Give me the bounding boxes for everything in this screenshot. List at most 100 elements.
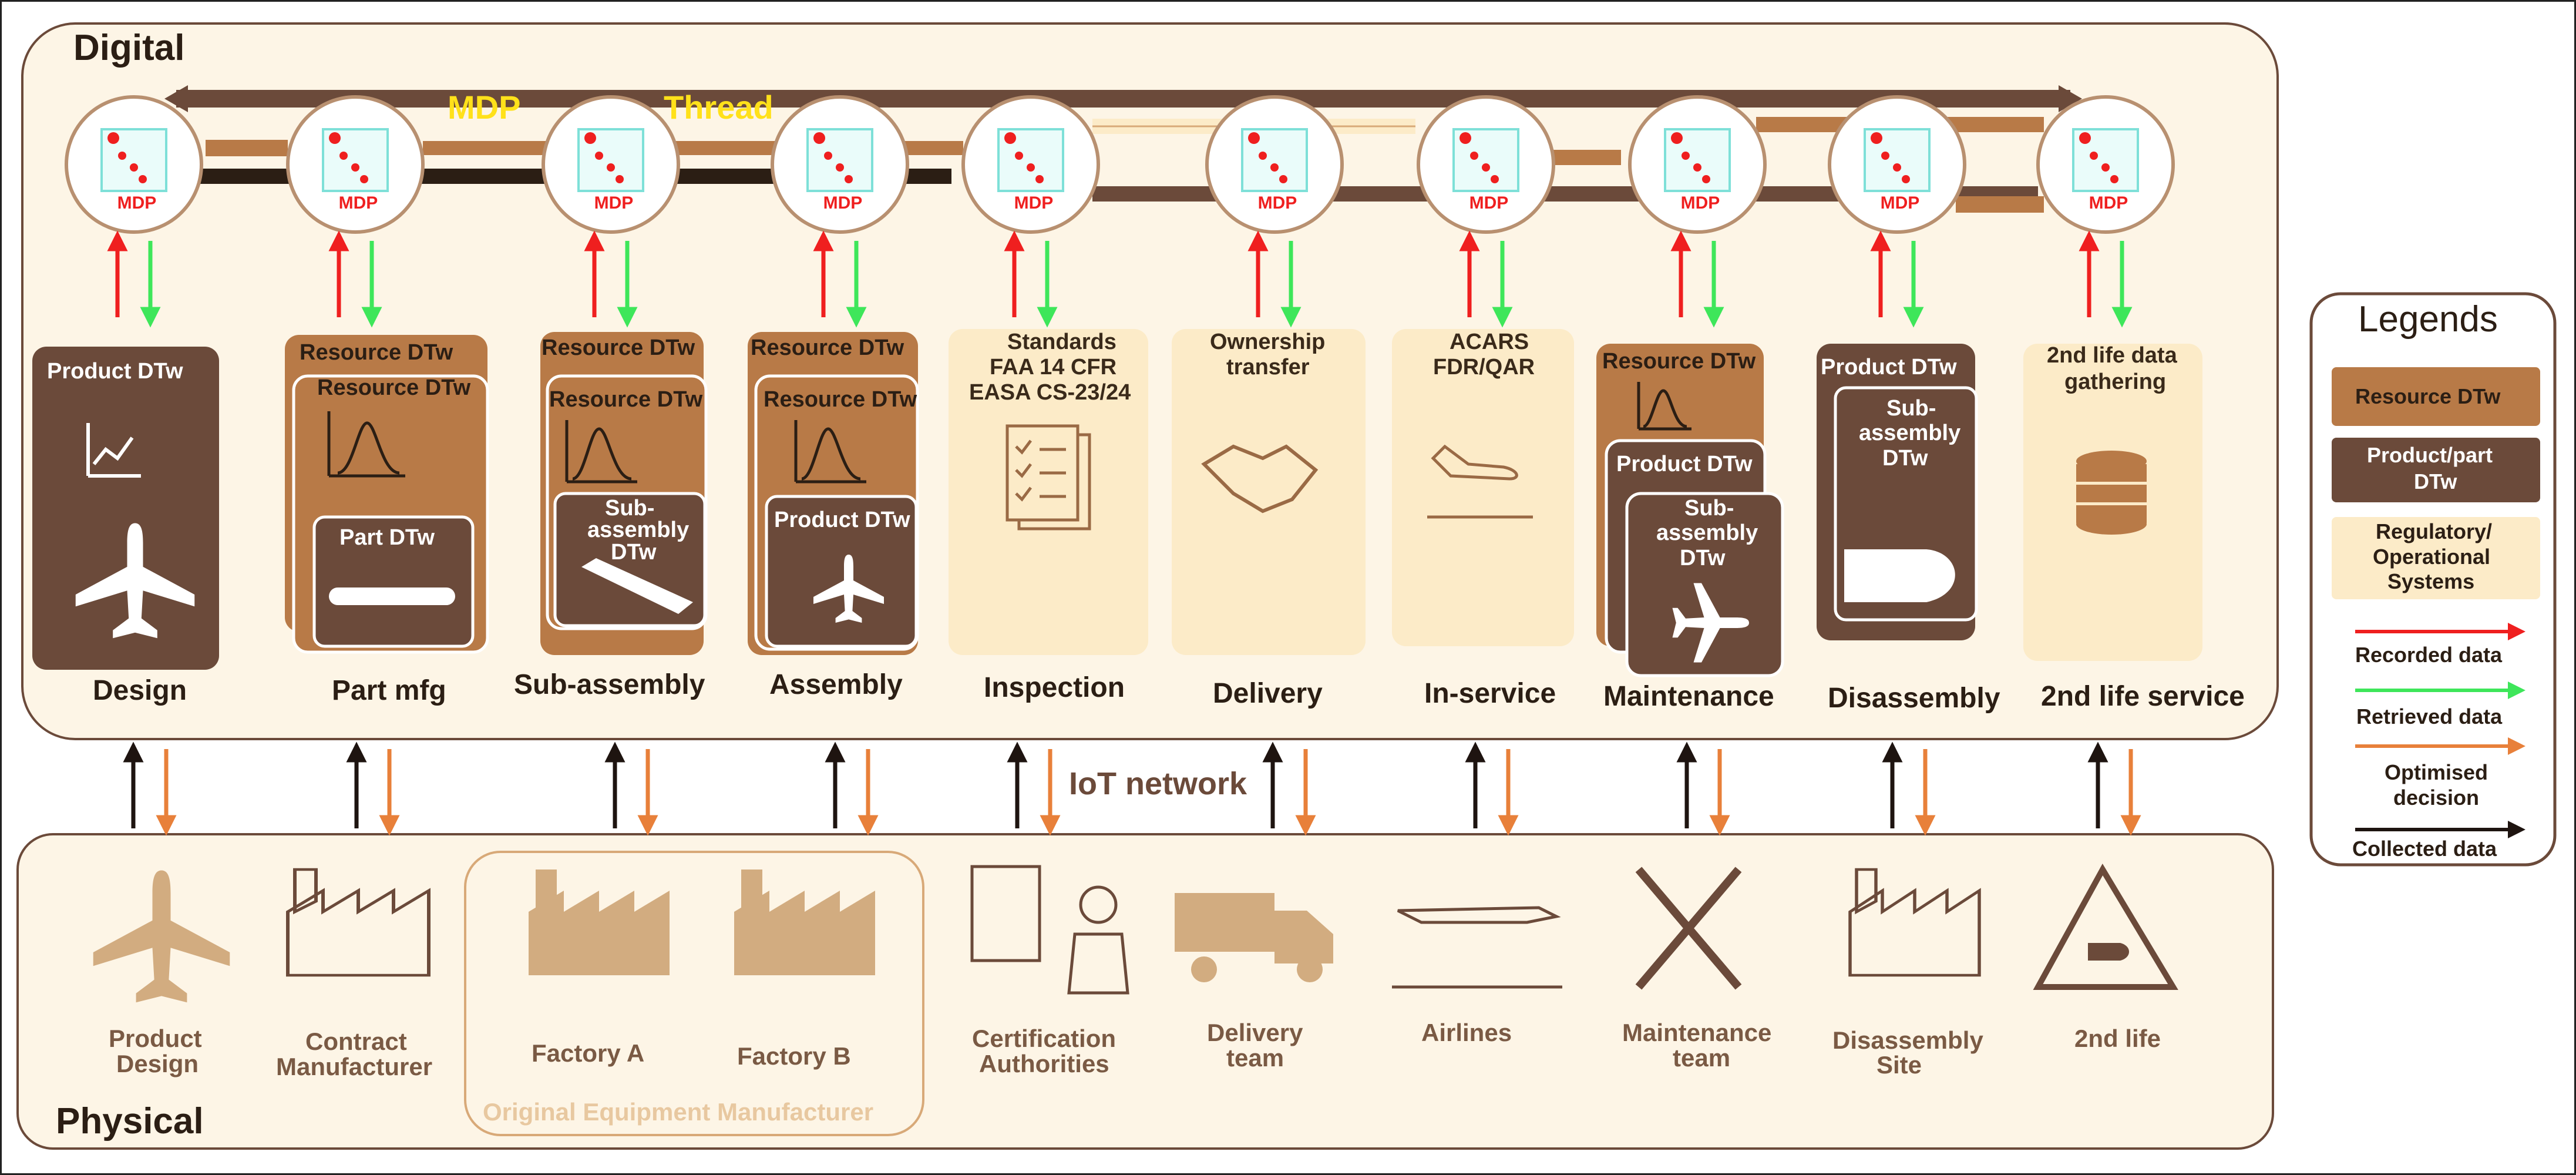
inservice-card [1392, 329, 1574, 646]
partmfg-front-title: Resource DTw [317, 375, 471, 400]
legend-product-l2: DTw [2414, 469, 2457, 494]
subassembly-inner-l1: Sub- [605, 496, 655, 521]
phys-maint-l2: team [1673, 1044, 1731, 1072]
legend-optimised-l1: Optimised [2385, 760, 2488, 784]
mdp-node-label: MDP [1469, 193, 1509, 213]
stage-in-service: In-service [1424, 678, 1556, 709]
oem-label: Original Equipment Manufacturer [483, 1098, 874, 1126]
certification-clipboard-icon [970, 865, 1041, 962]
delivery-l1: Ownership [1210, 330, 1326, 354]
phys-disassembly-l2: Site [1876, 1051, 1922, 1079]
phys-contract-l1: Contract [305, 1028, 407, 1055]
wrench-screwdriver-icon [1635, 867, 1742, 990]
airlines-plane-icon [1397, 906, 1561, 924]
phys-factory-a: Factory A [532, 1039, 645, 1067]
mdp-node-label: MDP [2089, 193, 2128, 213]
phys-airlines: Airlines [1421, 1019, 1512, 1046]
stage-sub-assembly: Sub-assembly [514, 669, 705, 700]
mdp-node: MDP [2036, 95, 2175, 234]
inspection-l2: FAA 14 CFR [990, 355, 1117, 380]
inservice-l2: FDR/QAR [1433, 355, 1535, 380]
thread-mdp-label: MDP [448, 89, 521, 126]
phys-delivery-l2: team [1226, 1044, 1284, 1072]
phys-cert-l1: Certification [972, 1025, 1117, 1052]
delivery-l2: transfer [1226, 355, 1310, 380]
bell-curve-icon-2 [565, 420, 637, 484]
phys-product-design-l1: Product [109, 1025, 202, 1052]
legend-regulatory-swatch [2332, 517, 2540, 599]
maint-subassembly-dtw-card [1625, 492, 1784, 677]
disassembly-inner-l3: DTw [1882, 446, 1928, 471]
mdp-node-label: MDP [117, 193, 157, 213]
maint-front-l3: DTw [1680, 546, 1726, 570]
stage-disassembly: Disassembly [1828, 683, 2000, 714]
legend-resource: Resource DTw [2355, 384, 2501, 408]
subassembly-inner-l2: assembly [587, 518, 690, 542]
thread-label: Thread [664, 89, 774, 126]
part-icon [329, 588, 455, 605]
mdp-node-label: MDP [1681, 193, 1720, 213]
legend-collected: Collected data [2352, 837, 2497, 861]
part-dtw-title: Part DTw [339, 525, 435, 550]
checklist-icon [1005, 424, 1091, 531]
mdp-node-label: MDP [1258, 193, 1297, 213]
stage-part-mfg: Part mfg [332, 675, 446, 706]
assembly-front-title: Resource DTw [764, 387, 917, 412]
mdp-node: MDP [286, 95, 425, 234]
database-icon [2076, 451, 2147, 535]
phys-contract-l2: Manufacturer [276, 1053, 433, 1080]
delivery-card [1172, 329, 1366, 655]
stage-inspection: Inspection [984, 672, 1125, 703]
mdp-node-label: MDP [339, 193, 378, 213]
mdp-node-label: MDP [1014, 193, 1054, 213]
legend-reg-l2: Operational [2373, 545, 2491, 569]
inspector-icon [1079, 885, 1118, 924]
mdp-node-label: MDP [823, 193, 863, 213]
phys-delivery-l1: Delivery [1207, 1019, 1303, 1046]
stage-design: Design [93, 675, 187, 706]
mdp-node: MDP [542, 95, 680, 234]
legend-retrieved: Retrieved data [2356, 704, 2503, 728]
legend-resource-swatch [2332, 367, 2540, 426]
phys-product-design-l2: Design [116, 1050, 199, 1077]
physical-panel [16, 833, 2274, 1150]
mdp-node-label: MDP [594, 193, 634, 213]
mdp-node: MDP [961, 95, 1100, 234]
maint-back-title: Resource DTw [1602, 349, 1756, 374]
handshake-icon [1201, 444, 1319, 513]
maint-front-l2: assembly [1656, 521, 1758, 545]
mdp-nodes: MDP MDP MDP MDP MDP MDP MDP MDP MDP MDP [65, 95, 2175, 234]
assembly-product-title: Product DTw [774, 508, 910, 532]
delivery-truck-icon [1175, 893, 1274, 952]
iot-network-label: IoT network [1069, 766, 1247, 801]
mdp-node: MDP [1205, 95, 1344, 234]
phys-cert-l2: Authorities [979, 1050, 1109, 1077]
collected-optimised-arrows [123, 741, 2141, 836]
inspection-l3: EASA CS-23/24 [969, 380, 1131, 405]
bell-curve-icon [327, 411, 405, 478]
stage-2nd-life-service: 2nd life service [2041, 681, 2245, 712]
legend-reg-l1: Regulatory/ [2376, 519, 2493, 543]
recorded-retrieved-arrows [107, 230, 2133, 328]
secondlife-l1: 2nd life data [2047, 343, 2177, 368]
product-dtw-card [765, 495, 918, 648]
bell-curve-icon-4 [1637, 382, 1691, 431]
mdp-node: MDP [1628, 95, 1767, 234]
landing-plane-icon [1431, 444, 1518, 481]
chart-icon [86, 423, 141, 478]
mdp-node: MDP [65, 95, 203, 234]
bell-curve-icon-3 [794, 420, 866, 484]
legend-swatches [2332, 367, 2540, 838]
disassembly-outer-title: Product DTw [1821, 355, 1957, 380]
stage-cards [32, 329, 2202, 677]
mdp-node-label: MDP [1881, 193, 1920, 213]
phys-factory-b: Factory B [737, 1042, 851, 1070]
subassembly-inner-l3: DTw [611, 540, 657, 565]
stage-delivery: Delivery [1213, 678, 1323, 709]
mdp-node: MDP [1417, 95, 1555, 234]
partmfg-back-title: Resource DTw [300, 340, 453, 365]
secondlife-l2: gathering [2064, 370, 2167, 394]
legend-product-swatch [2332, 438, 2540, 502]
oem-group-box [464, 851, 924, 1136]
